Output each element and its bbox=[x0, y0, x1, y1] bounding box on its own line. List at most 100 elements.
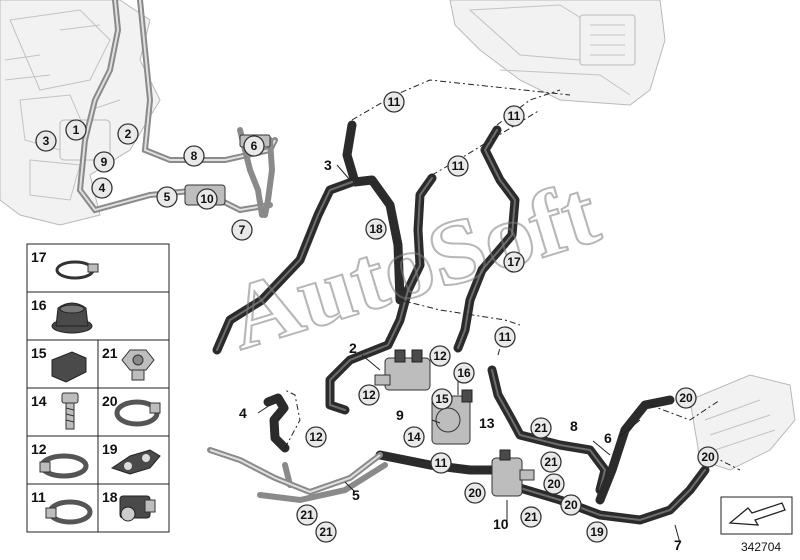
callout-11: 11 bbox=[447, 155, 469, 177]
callout-20: 20 bbox=[464, 482, 486, 504]
callout-12: 12 bbox=[305, 426, 327, 448]
part-16-grommet-icon bbox=[51, 302, 93, 334]
label-13: 13 bbox=[479, 415, 495, 431]
svg-text:21: 21 bbox=[524, 510, 538, 524]
svg-text:12: 12 bbox=[309, 430, 323, 444]
callout-8: 8 bbox=[183, 145, 205, 167]
callout-9: 9 bbox=[93, 151, 115, 173]
callout-12: 12 bbox=[358, 384, 380, 406]
svg-text:20: 20 bbox=[547, 477, 561, 491]
part-21-nut-icon bbox=[121, 349, 155, 381]
diagram-number: 342704 bbox=[741, 540, 781, 554]
label-2: 2 bbox=[349, 340, 357, 356]
legend-grid: 17 16 15 21 14 20 12 19 11 18 bbox=[26, 243, 170, 533]
svg-text:11: 11 bbox=[499, 330, 512, 344]
label-4: 4 bbox=[239, 405, 247, 421]
callout-20: 20 bbox=[675, 387, 697, 409]
svg-text:20: 20 bbox=[701, 450, 715, 464]
callout-20: 20 bbox=[543, 473, 565, 495]
svg-text:19: 19 bbox=[590, 525, 604, 539]
callout-15: 15 bbox=[431, 388, 453, 410]
callout-16: 16 bbox=[453, 362, 475, 384]
svg-text:12: 12 bbox=[362, 388, 376, 402]
part-18-bracket-icon bbox=[119, 495, 156, 522]
svg-text:20: 20 bbox=[468, 486, 482, 500]
arrow-icon bbox=[728, 502, 786, 526]
legend-num-18: 18 bbox=[102, 489, 118, 505]
callout-12: 12 bbox=[429, 345, 451, 367]
svg-text:16: 16 bbox=[457, 366, 471, 380]
callout-2: 2 bbox=[117, 123, 139, 145]
legend-num-12: 12 bbox=[31, 441, 47, 457]
svg-text:21: 21 bbox=[534, 421, 548, 435]
legend-cell-16 bbox=[26, 291, 170, 341]
svg-text:15: 15 bbox=[435, 392, 449, 406]
part-17-clip-icon bbox=[55, 260, 99, 280]
svg-text:3: 3 bbox=[43, 134, 50, 148]
leader-lines bbox=[257, 164, 681, 544]
svg-text:10: 10 bbox=[200, 192, 214, 206]
callout-11: 11 bbox=[430, 452, 452, 474]
svg-text:21: 21 bbox=[300, 508, 314, 522]
heater-unit-illustration bbox=[449, 0, 666, 106]
watermark: AutoSoft bbox=[216, 160, 610, 369]
label-9: 9 bbox=[396, 407, 404, 423]
callout-11: 11 bbox=[503, 105, 525, 127]
legend-num-21: 21 bbox=[102, 345, 118, 361]
part-20-clamp-icon bbox=[114, 399, 161, 427]
svg-text:18: 18 bbox=[369, 222, 383, 236]
callout-21: 21 bbox=[540, 451, 562, 473]
legend-num-19: 19 bbox=[102, 441, 118, 457]
svg-text:20: 20 bbox=[679, 391, 693, 405]
svg-text:5: 5 bbox=[164, 190, 171, 204]
part-labels: 3 2 4 9 13 8 6 5 10 7 bbox=[239, 157, 682, 553]
legend-num-16: 16 bbox=[31, 297, 47, 313]
callout-20: 20 bbox=[697, 446, 719, 468]
pipe-5 bbox=[207, 447, 388, 504]
valve-10 bbox=[491, 449, 535, 497]
svg-text:12: 12 bbox=[433, 349, 447, 363]
callout-21: 21 bbox=[296, 504, 318, 526]
callout-17: 17 bbox=[503, 251, 525, 273]
label-7: 7 bbox=[674, 537, 682, 553]
part-11-clamp-icon bbox=[45, 499, 93, 525]
circle-callouts: 1 2 3 9 4 8 6 5 10 7 11 11 11 18 17 11 1… bbox=[35, 91, 719, 543]
svg-text:7: 7 bbox=[239, 223, 246, 237]
callout-14: 14 bbox=[403, 426, 425, 448]
svg-text:8: 8 bbox=[191, 149, 198, 163]
part-15-block-icon bbox=[51, 351, 87, 383]
callout-11: 11 bbox=[383, 91, 405, 113]
label-3: 3 bbox=[324, 157, 332, 173]
callout-21: 21 bbox=[520, 506, 542, 528]
svg-text:21: 21 bbox=[544, 455, 558, 469]
heater-core-illustration bbox=[689, 374, 796, 471]
svg-text:17: 17 bbox=[507, 255, 521, 269]
svg-text:11: 11 bbox=[452, 159, 465, 173]
legend-num-14: 14 bbox=[31, 393, 47, 409]
callout-7: 7 bbox=[231, 219, 253, 241]
part-12-clamp-icon bbox=[39, 453, 89, 479]
callout-4-circle: 4 bbox=[91, 177, 113, 199]
callout-18: 18 bbox=[365, 218, 387, 240]
svg-text:6: 6 bbox=[251, 139, 258, 153]
label-5: 5 bbox=[352, 487, 360, 503]
valve-9 bbox=[374, 349, 431, 391]
svg-text:21: 21 bbox=[319, 525, 333, 539]
callout-21: 21 bbox=[315, 521, 337, 543]
legend-num-15: 15 bbox=[31, 345, 47, 361]
svg-text:9: 9 bbox=[101, 155, 108, 169]
legend-num-17: 17 bbox=[31, 249, 47, 265]
label-6: 6 bbox=[604, 430, 612, 446]
callout-20: 20 bbox=[560, 494, 582, 516]
svg-text:14: 14 bbox=[407, 430, 421, 444]
callout-6: 6 bbox=[243, 135, 265, 157]
svg-text:20: 20 bbox=[564, 498, 578, 512]
callout-19: 19 bbox=[586, 521, 608, 543]
direction-arrow-box bbox=[720, 496, 793, 535]
part-19-holder-icon bbox=[110, 449, 161, 475]
svg-text:11: 11 bbox=[388, 95, 401, 109]
svg-text:4: 4 bbox=[99, 181, 106, 195]
callout-5: 5 bbox=[156, 186, 178, 208]
callout-1: 1 bbox=[65, 119, 87, 141]
